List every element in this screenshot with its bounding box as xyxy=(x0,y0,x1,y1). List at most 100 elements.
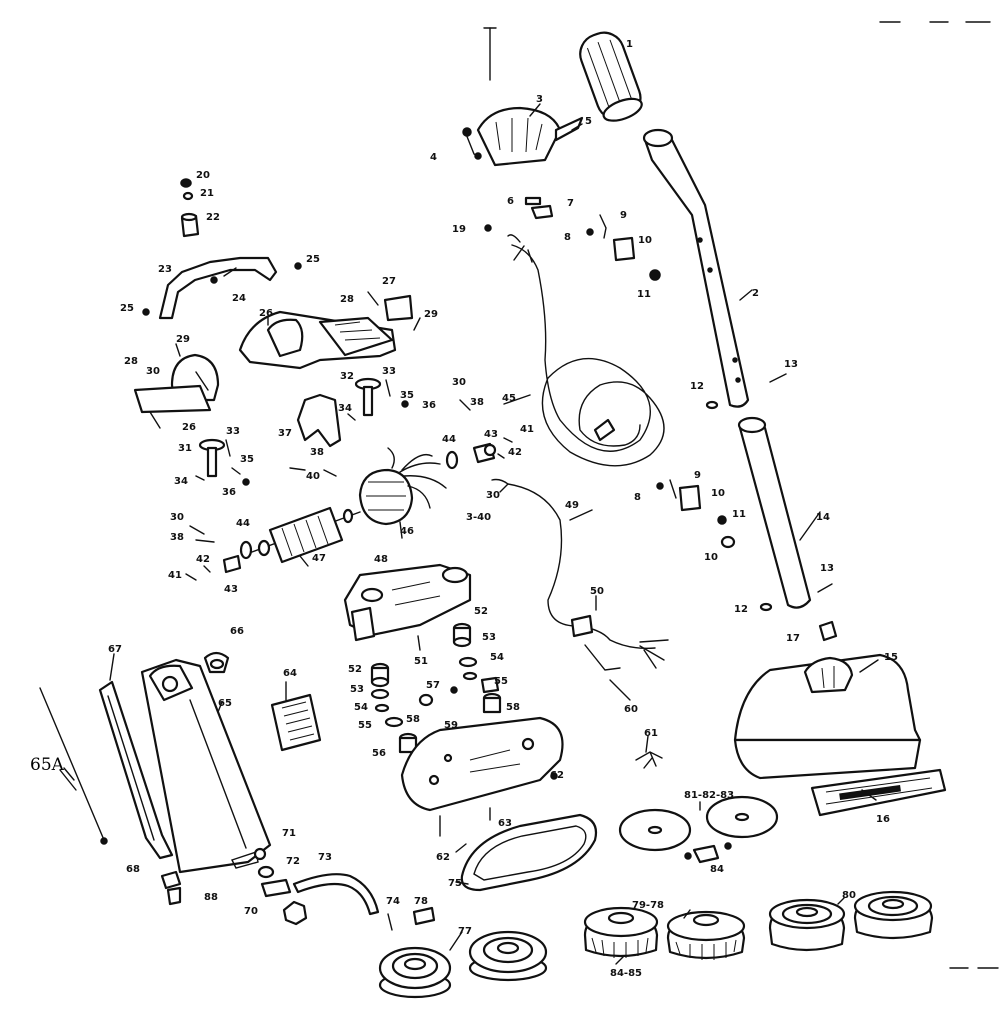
callout-12b: 12 xyxy=(734,604,748,615)
callout-30d: 30 xyxy=(170,512,184,523)
callout-25a: 25 xyxy=(306,254,320,265)
callout-5: 5 xyxy=(585,116,592,127)
callout-3-40: 3-40 xyxy=(466,512,491,523)
callout-74: 74 xyxy=(386,896,400,907)
dust-bag-65 xyxy=(140,658,272,874)
motor-cover-26 xyxy=(238,310,397,370)
armature-47 xyxy=(251,506,361,564)
callout-38c: 38 xyxy=(170,532,184,543)
motor-hood-15 xyxy=(733,653,922,780)
upper-handle-tube xyxy=(643,132,750,408)
callout-11b: 11 xyxy=(732,509,746,520)
callout-57: 57 xyxy=(426,680,440,691)
brush-77b xyxy=(468,930,548,982)
clip-7 xyxy=(530,204,554,220)
bumper-16 xyxy=(810,768,947,817)
shaft-32 xyxy=(354,377,382,417)
callout-41a: 41 xyxy=(520,424,534,435)
callout-84: 84 xyxy=(710,864,724,875)
callout-2: 2 xyxy=(752,288,759,299)
callout-46: 46 xyxy=(400,526,414,537)
hose-73 xyxy=(292,873,380,916)
callout-49: 49 xyxy=(565,500,579,511)
callout-76: 78 xyxy=(414,896,428,907)
callout-64: 64 xyxy=(283,668,297,679)
clip-68 xyxy=(160,870,182,890)
callout-80: 80 xyxy=(842,890,856,901)
callout-4: 4 xyxy=(430,152,437,163)
callout-54b: 54 xyxy=(354,702,368,713)
callout-24: 24 xyxy=(232,293,246,304)
callout-73: 73 xyxy=(318,852,332,863)
callout-42a: 42 xyxy=(508,447,522,458)
gear-housing-48 xyxy=(343,563,472,642)
callout-79-78: 79-78 xyxy=(632,900,664,911)
callout-8b: 8 xyxy=(634,492,641,503)
callout-30b: 30 xyxy=(452,377,466,388)
callout-13: 13 xyxy=(784,359,798,370)
callout-47: 47 xyxy=(312,553,326,564)
gasket-75 xyxy=(460,813,598,892)
callout-18: 10 xyxy=(704,552,718,563)
cap-20 xyxy=(180,178,192,188)
callout-6: 6 xyxy=(507,196,514,207)
washer-44 xyxy=(445,450,459,470)
callout-28b: 28 xyxy=(124,356,138,367)
plate-76 xyxy=(412,906,436,926)
callout-21: 21 xyxy=(200,188,214,199)
callout-63: 63 xyxy=(498,818,512,829)
callout-34a: 34 xyxy=(338,403,352,414)
callout-75: 75 xyxy=(448,878,462,889)
callout-66: 66 xyxy=(230,626,244,637)
callout-33b: 33 xyxy=(226,426,240,437)
part-66 xyxy=(203,651,230,674)
callout-61: 61 xyxy=(644,728,658,739)
bushing-52b xyxy=(370,662,390,688)
screw-12a xyxy=(705,400,719,410)
callout-29a: 29 xyxy=(424,309,438,320)
callout-38b: 38 xyxy=(470,397,484,408)
bracket-37 xyxy=(296,393,342,448)
bushing-58 xyxy=(482,692,502,714)
callout-42b: 42 xyxy=(196,554,210,565)
callout-54a: 54 xyxy=(490,652,504,663)
callout-45: 45 xyxy=(502,393,516,404)
callout-44b: 44 xyxy=(236,518,250,529)
callout-67: 67 xyxy=(108,644,122,655)
callout-26a: 26 xyxy=(259,308,273,319)
callout-7: 7 xyxy=(567,198,574,209)
callout-37: 37 xyxy=(278,428,292,439)
plug-60 xyxy=(584,644,631,701)
callout-8: 8 xyxy=(564,232,571,243)
handle-grip xyxy=(579,31,643,122)
callout-23: 23 xyxy=(158,264,172,275)
callout-27: 27 xyxy=(382,276,396,287)
cord-45 xyxy=(511,244,665,467)
leader-lines xyxy=(63,103,879,965)
callout-20: 20 xyxy=(196,170,210,181)
callout-36b: 36 xyxy=(222,487,236,498)
callout-58b: 58 xyxy=(406,714,420,725)
callout-72: 72 xyxy=(286,856,300,867)
callout-15: 15 xyxy=(884,652,898,663)
brush-80a xyxy=(768,898,846,952)
callout-28a: 28 xyxy=(340,294,354,305)
callout-62a: 62 xyxy=(550,770,564,781)
callout-77: 77 xyxy=(458,926,472,937)
callout-44a: 44 xyxy=(442,434,456,445)
callout-65: 65 xyxy=(218,698,232,709)
bracket-23 xyxy=(158,256,278,320)
callout-25b: 25 xyxy=(120,303,134,314)
callout-71: 71 xyxy=(282,828,296,839)
callout-22: 22 xyxy=(206,212,220,223)
wrench-61 xyxy=(635,751,663,769)
handle-bracket xyxy=(462,106,584,167)
callout-33a: 33 xyxy=(382,366,396,377)
clamp-lower xyxy=(678,484,702,512)
callout-16: 16 xyxy=(876,814,890,825)
callout-53a: 53 xyxy=(482,632,496,643)
fan-housing-29 xyxy=(133,353,220,429)
brush-80b xyxy=(853,890,934,940)
callout-84-85: 84-85 xyxy=(610,968,642,979)
switch-17 xyxy=(818,620,838,642)
